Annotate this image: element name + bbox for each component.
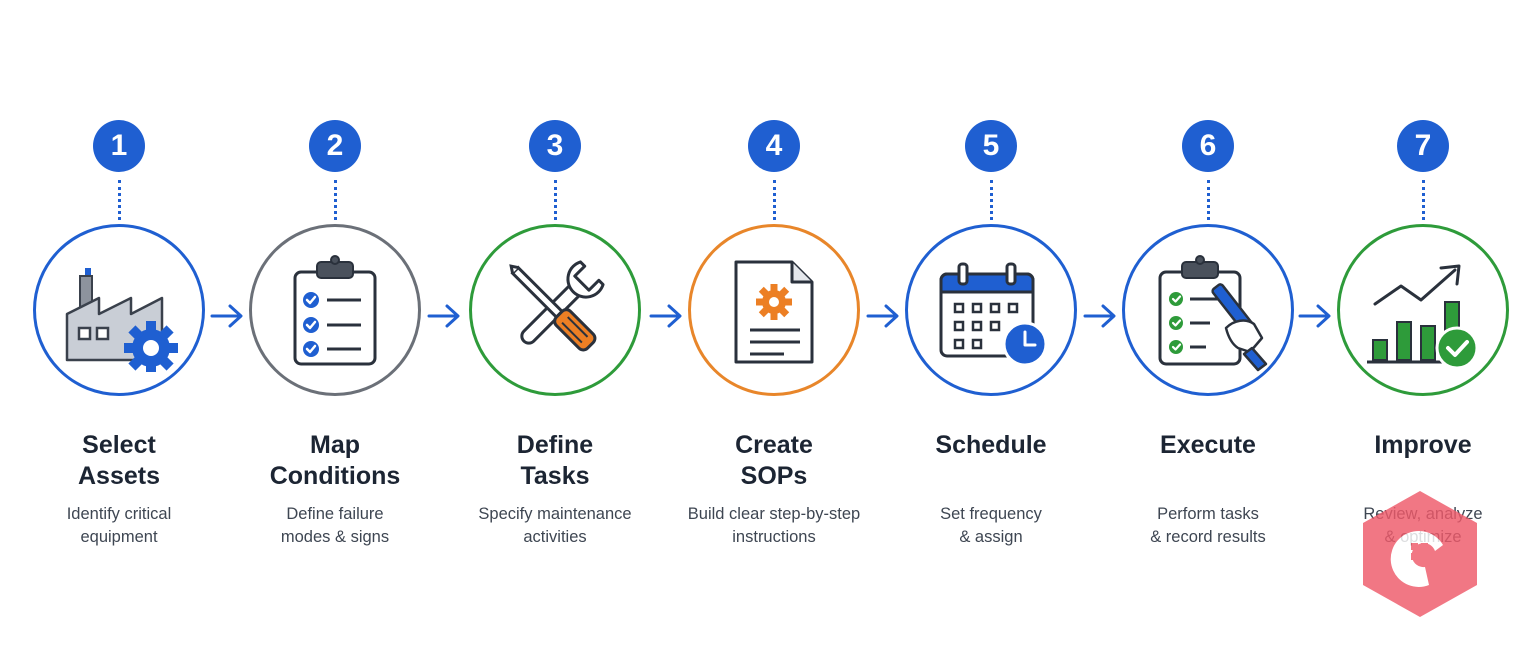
clipboard-checklist-icon	[293, 255, 377, 366]
step-title: Define Tasks	[516, 431, 594, 490]
dotted-connector	[118, 180, 121, 220]
step-icon-ring	[1122, 224, 1294, 396]
logo-watermark-icon	[1363, 491, 1477, 617]
step-1: 1 Sele	[11, 0, 227, 672]
step-description: Identify critical equipment	[66, 505, 172, 546]
arrow-right-icon	[1083, 304, 1116, 328]
factory-gear-icon	[65, 268, 178, 372]
step-7: 7 Improve Review, analyze & optimize	[1315, 0, 1531, 672]
step-6: 6 Execute Perform tasks & record results	[1100, 0, 1316, 672]
arrow-right-icon	[1298, 304, 1331, 328]
dotted-connector	[334, 180, 337, 220]
calendar-clock-icon	[939, 262, 1048, 367]
step-number-badge: 7	[1397, 120, 1449, 172]
step-icon-ring	[688, 224, 860, 396]
arrow-right-icon	[210, 304, 243, 328]
dotted-connector	[1207, 180, 1210, 220]
document-gear-icon	[734, 260, 814, 364]
step-description: Set frequency & assign	[940, 505, 1042, 546]
step-icon-ring	[469, 224, 641, 396]
dotted-connector	[1422, 180, 1425, 220]
growth-chart-check-icon	[1367, 264, 1479, 370]
step-2: 2 Map Conditions Define failure modes & …	[227, 0, 443, 672]
step-title: Improve	[1374, 431, 1472, 459]
step-3: 3 Define Tasks Specify maintenance activ…	[447, 0, 663, 672]
step-number-badge: 5	[965, 120, 1017, 172]
step-icon-ring	[905, 224, 1077, 396]
step-number-badge: 3	[529, 120, 581, 172]
step-title: Schedule	[935, 431, 1047, 459]
step-description: Build clear step-by-step instructions	[687, 505, 861, 546]
step-title: Create SOPs	[735, 431, 813, 490]
wrench-screwdriver-icon	[509, 260, 605, 352]
step-description: Define failure modes & signs	[280, 505, 390, 546]
step-5: 5 Schedule Set frequency & assign	[883, 0, 1099, 672]
step-4: 4 Crea	[666, 0, 882, 672]
step-title: Execute	[1160, 431, 1256, 459]
arrow-right-icon	[649, 304, 682, 328]
arrow-right-icon	[427, 304, 460, 328]
step-number-badge: 4	[748, 120, 800, 172]
clipboard-pen-icon	[1158, 255, 1268, 372]
dotted-connector	[554, 180, 557, 220]
step-icon-ring	[1337, 224, 1509, 396]
dotted-connector	[990, 180, 993, 220]
step-number-badge: 2	[309, 120, 361, 172]
step-number-badge: 1	[93, 120, 145, 172]
step-icon-ring	[33, 224, 205, 396]
step-title: Select Assets	[78, 431, 160, 490]
step-number-badge: 6	[1182, 120, 1234, 172]
step-description: Perform tasks & record results	[1150, 505, 1266, 546]
arrow-right-icon	[866, 304, 899, 328]
dotted-connector	[773, 180, 776, 220]
step-description: Specify maintenance activities	[478, 505, 632, 546]
step-title: Map Conditions	[269, 431, 401, 490]
step-icon-ring	[249, 224, 421, 396]
